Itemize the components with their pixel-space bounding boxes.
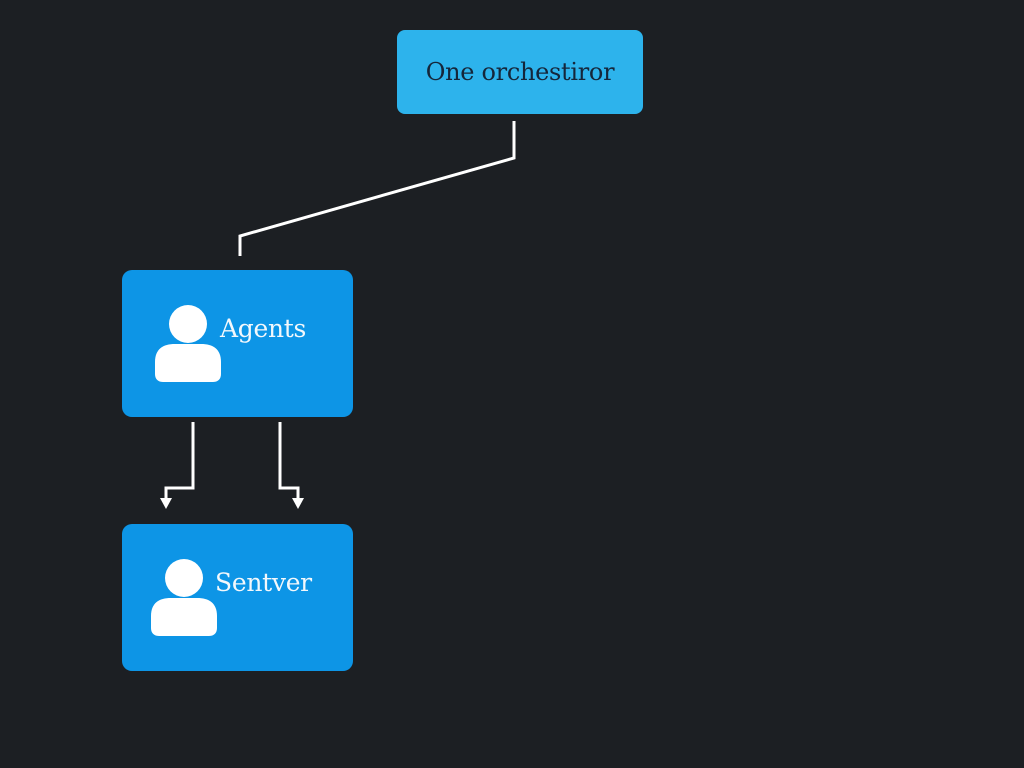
arrowhead-left [160,498,172,509]
edge-agents-to-server-left [164,422,195,500]
server-label: Sentver [215,568,312,597]
person-icon [155,305,221,382]
agents-node[interactable]: Agents [122,270,353,417]
edge-agents-to-server-right [278,422,300,500]
person-icon [151,559,217,636]
server-node[interactable]: Sentver [122,524,353,671]
agents-label: Agents [220,314,307,343]
orchestrator-label: One orchestiror [425,58,615,86]
arrowhead-right [292,498,304,509]
edge-orchestrator-to-agents [238,121,516,256]
orchestrator-node[interactable]: One orchestiror [397,30,643,114]
